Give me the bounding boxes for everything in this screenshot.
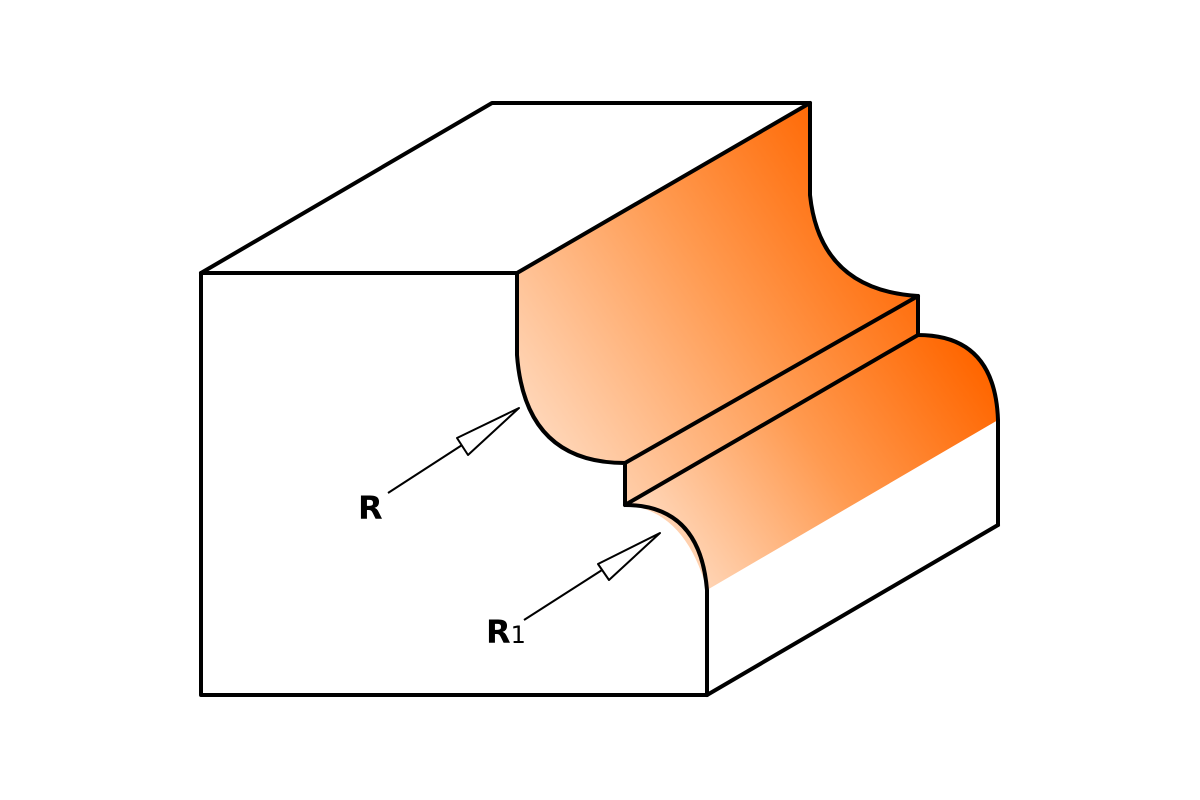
fillet-step-edge (623, 294, 920, 465)
label-r1-subscript: 1 (511, 621, 526, 649)
step-bottom-edge (623, 333, 920, 507)
top-face-outline (199, 101, 812, 275)
label-radius-r1: R1 (486, 613, 526, 651)
lower-bead-surface (625, 335, 998, 590)
front-face-outline (199, 271, 709, 697)
upper-cove-surface (517, 103, 918, 505)
top-to-profile-edge (515, 101, 812, 275)
side-bottom-edge (705, 523, 1000, 697)
arrowhead-r (456, 407, 520, 456)
leader-line-r1 (523, 562, 614, 621)
arrowhead-r1 (597, 532, 661, 581)
label-r1-letter: R (486, 613, 511, 651)
label-radius-r: R (358, 489, 383, 527)
